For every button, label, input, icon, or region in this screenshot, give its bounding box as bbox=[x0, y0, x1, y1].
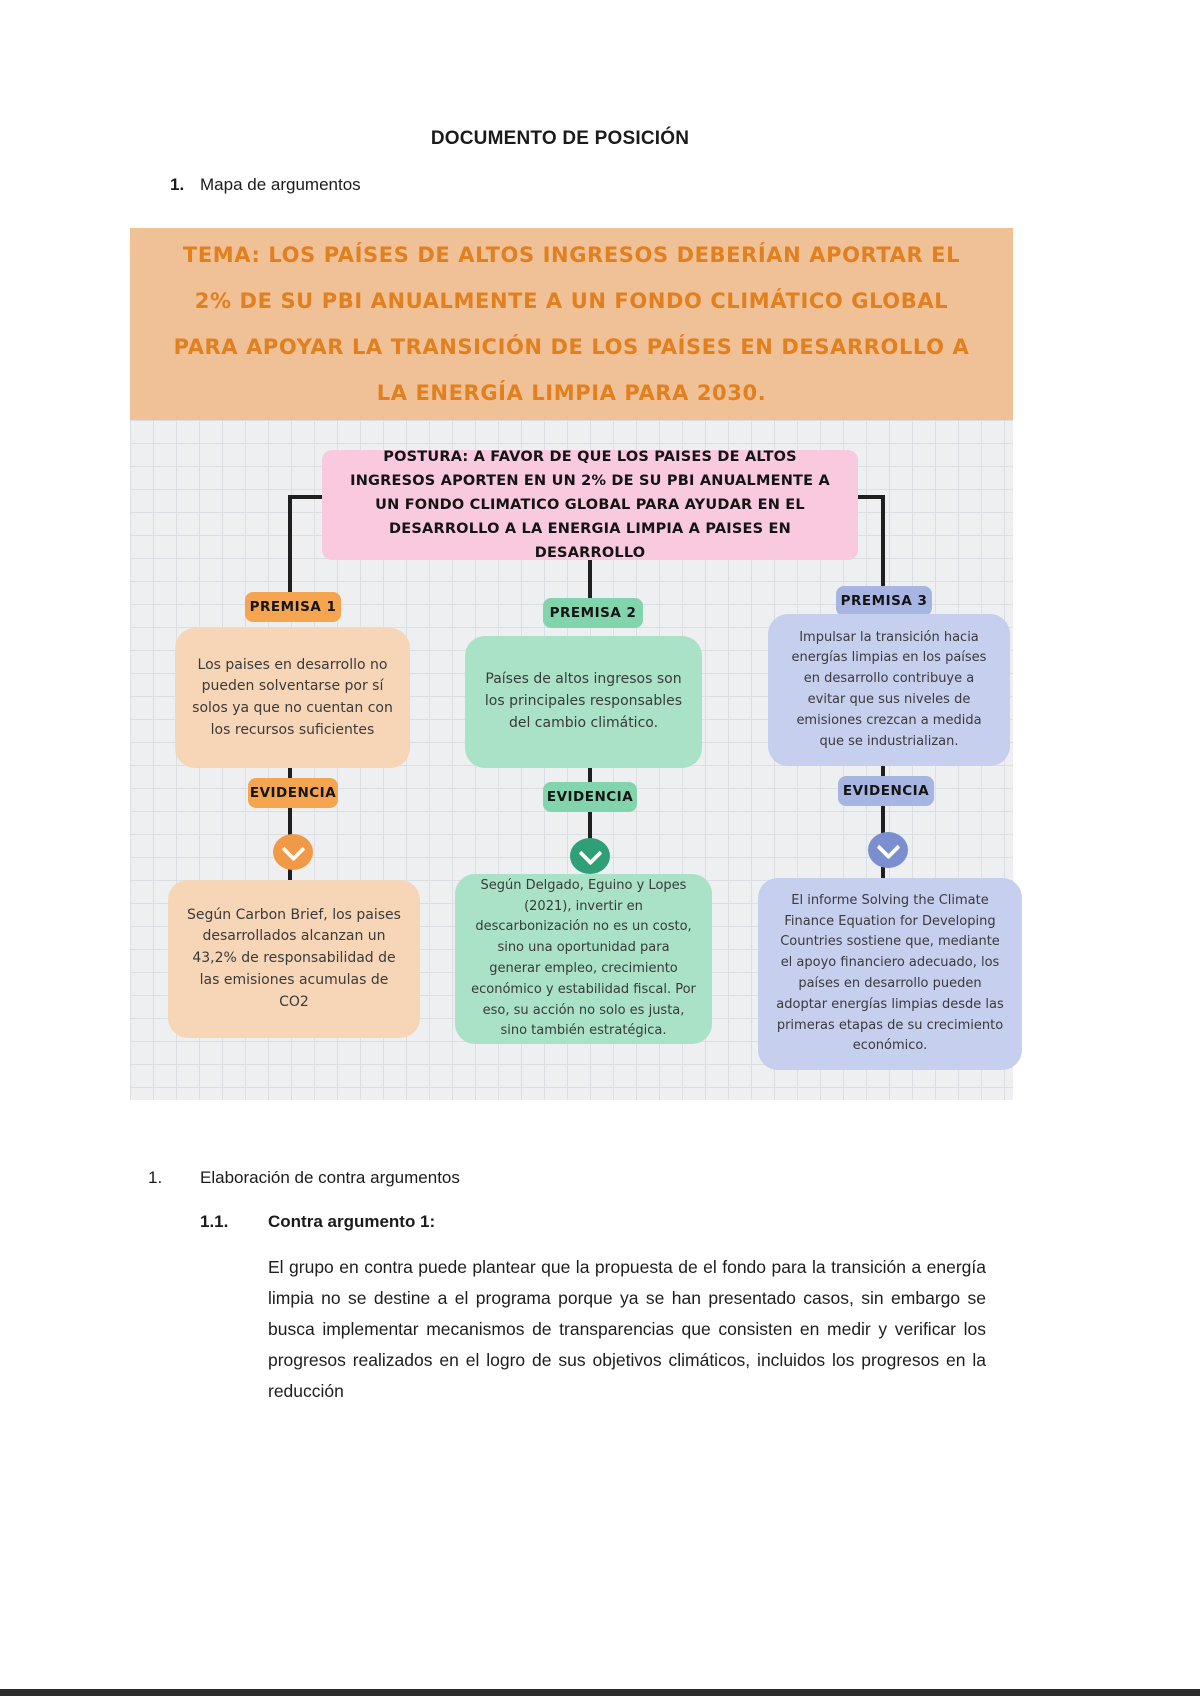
premise-2-box: Países de altos ingresos son los princip… bbox=[465, 636, 702, 768]
argument-map-diagram: TEMA: LOS PAÍSES DE ALTOS INGRESOS DEBER… bbox=[130, 228, 1022, 1100]
evidence-3-label: EVIDENCIA bbox=[838, 776, 934, 806]
evidence-1-label: EVIDENCIA bbox=[248, 778, 338, 808]
connector-line bbox=[854, 495, 885, 499]
arrow-down-icon bbox=[868, 832, 908, 868]
premise-3-label: PREMISA 3 bbox=[836, 586, 932, 616]
counter-subsection-label: Contra argumento 1: bbox=[268, 1212, 436, 1231]
page-bottom-edge bbox=[0, 1689, 1200, 1696]
arrow-down-icon bbox=[273, 834, 313, 870]
connector-line bbox=[881, 766, 885, 778]
premise-3-box: Impulsar la transición hacia energías li… bbox=[768, 614, 1010, 766]
premise-1-label: PREMISA 1 bbox=[245, 592, 341, 622]
evidence-2-label: EVIDENCIA bbox=[543, 782, 637, 812]
connector-line bbox=[288, 868, 292, 882]
premise-1-box: Los paises en desarrollo no pueden solve… bbox=[175, 628, 410, 768]
evidence-2-box: Según Delgado, Eguino y Lopes (2021), in… bbox=[455, 874, 712, 1044]
counter-subsection-number: 1.1. bbox=[200, 1212, 229, 1231]
postura-box: POSTURA: A FAVOR DE QUE LOS PAISES DE AL… bbox=[322, 449, 858, 561]
connector-line bbox=[881, 806, 885, 834]
map-section-label: Mapa de argumentos bbox=[200, 175, 361, 194]
counter-section-heading: 1. Elaboración de contra argumentos bbox=[148, 1168, 460, 1188]
connector-line bbox=[881, 866, 885, 878]
counter-section-label: Elaboración de contra argumentos bbox=[200, 1168, 460, 1187]
map-section-heading: 1. Mapa de argumentos bbox=[170, 175, 361, 195]
counter-section-number: 1. bbox=[148, 1168, 163, 1187]
counter-subsection-heading: 1.1. Contra argumento 1: bbox=[200, 1212, 435, 1232]
tema-text: TEMA: LOS PAÍSES DE ALTOS INGRESOS DEBER… bbox=[173, 243, 970, 405]
tema-header: TEMA: LOS PAÍSES DE ALTOS INGRESOS DEBER… bbox=[130, 228, 1013, 420]
connector-line bbox=[881, 495, 885, 589]
connector-line bbox=[288, 808, 292, 836]
map-section-number: 1. bbox=[170, 175, 185, 194]
chevron-down-icon bbox=[577, 840, 603, 866]
connector-line bbox=[588, 558, 592, 600]
connector-line bbox=[290, 495, 326, 499]
page-title: DOCUMENTO DE POSICIÓN bbox=[430, 128, 690, 149]
connector-line bbox=[588, 812, 592, 840]
premise-2-label: PREMISA 2 bbox=[543, 598, 643, 628]
arrow-down-icon bbox=[570, 838, 610, 874]
evidence-3-box: El informe Solving the Climate Finance E… bbox=[758, 878, 1022, 1070]
chevron-down-icon bbox=[875, 834, 901, 860]
connector-line bbox=[288, 766, 292, 780]
connector-line bbox=[588, 768, 592, 784]
evidence-1-box: Según Carbon Brief, los paises desarroll… bbox=[168, 880, 420, 1038]
chevron-down-icon bbox=[280, 836, 306, 862]
connector-line bbox=[288, 495, 292, 595]
body-paragraph: El grupo en contra puede plantear que la… bbox=[268, 1257, 986, 1401]
